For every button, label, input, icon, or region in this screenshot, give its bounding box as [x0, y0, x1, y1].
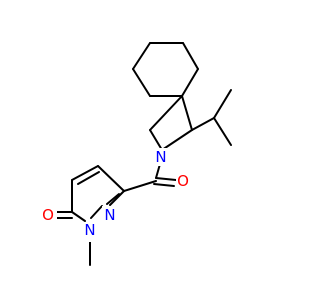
- bond-ring-c6-n1-inner: [106, 193, 120, 205]
- bond-carbonyl-ring: [123, 180, 157, 192]
- ring-nitrogen-2-label: N: [84, 221, 95, 239]
- ring-nitrogen-1-label: N: [104, 206, 115, 224]
- label-bg: [176, 173, 192, 191]
- bond-azetidine-4: [149, 95, 183, 131]
- structure-svg: N O N N O: [41, 42, 232, 266]
- bond-carbonyl-double-a: [155, 177, 177, 181]
- label-bg: [102, 206, 118, 224]
- bond-ring-n2-c3: [71, 211, 86, 222]
- bond-ring-c5-c6: [97, 165, 125, 192]
- bond-isopropyl-3: [213, 117, 232, 146]
- azetidine-nitrogen-label: N: [155, 148, 166, 166]
- bond-azetidine-1: [181, 95, 193, 131]
- ring-oxygen-label: O: [42, 206, 54, 224]
- bond-ring-n1-n2: [90, 205, 103, 219]
- label-bg: [41, 206, 57, 224]
- bond-cyclohexane-2: [132, 42, 151, 70]
- bond-ring-c4-c5-inner: [77, 171, 100, 185]
- bond-azetidine-3: [149, 129, 163, 151]
- bond-isopropyl-2: [213, 89, 232, 119]
- bonds: [56, 42, 232, 266]
- label-bg: [82, 224, 98, 242]
- bond-ring-c6-n1: [109, 190, 125, 206]
- atom-labels: N O N N O: [41, 148, 192, 242]
- bond-ring-c4-c5: [71, 165, 99, 181]
- bond-cyclohexane-1: [132, 68, 151, 97]
- bond-carbonyl-double-b: [153, 183, 175, 187]
- bond-cyclohexane-5: [181, 68, 199, 97]
- bond-isopropyl-1: [191, 117, 215, 131]
- carbonyl-oxygen-label: O: [177, 172, 189, 190]
- label-bg: [153, 148, 169, 166]
- bond-cyclohexane-4: [182, 42, 199, 70]
- molecule-drawing: N O N N O: [41, 42, 232, 266]
- bond-azetidine-2: [161, 129, 193, 151]
